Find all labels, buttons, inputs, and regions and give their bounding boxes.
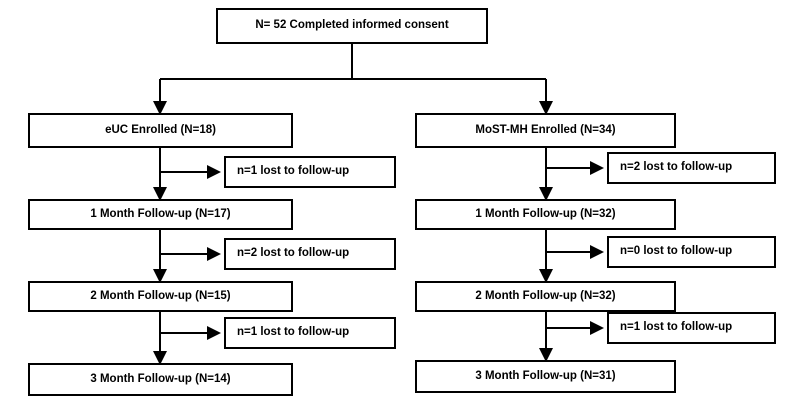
node-consent: N= 52 Completed informed consent (216, 8, 488, 44)
node-euc-attrition-2: n=2 lost to follow-up (224, 238, 396, 270)
node-euc-followup-2-label: 2 Month Follow-up (N=15) (90, 289, 231, 302)
connector-most-m2-to-m3 (539, 312, 604, 362)
node-euc-attrition-3-label: n=1 lost to follow-up (237, 326, 350, 339)
node-euc-enrolled: eUC Enrolled (N=18) (28, 113, 293, 148)
node-most-attrition-3-label: n=1 lost to follow-up (620, 321, 733, 334)
node-euc-attrition-1: n=1 lost to follow-up (224, 156, 396, 188)
node-euc-followup-1-label: 1 Month Follow-up (N=17) (90, 207, 231, 220)
node-most-followup-1: 1 Month Follow-up (N=32) (415, 199, 676, 230)
node-most-attrition-3: n=1 lost to follow-up (607, 312, 776, 344)
connector-most-enrolled-to-m1 (539, 148, 604, 201)
node-consent-label: N= 52 Completed informed consent (255, 19, 449, 32)
connector-euc-m2-to-m3 (153, 312, 221, 365)
node-most-followup-3: 3 Month Follow-up (N=31) (415, 360, 676, 393)
node-most-followup-2: 2 Month Follow-up (N=32) (415, 281, 676, 312)
node-most-attrition-2: n=0 lost to follow-up (607, 236, 776, 268)
node-most-followup-1-label: 1 Month Follow-up (N=32) (475, 207, 616, 220)
node-euc-followup-1: 1 Month Follow-up (N=17) (28, 199, 293, 230)
node-euc-enrolled-label: eUC Enrolled (N=18) (105, 123, 216, 136)
connector-most-m1-to-m2 (539, 230, 604, 283)
node-most-enrolled: MoST-MH Enrolled (N=34) (415, 113, 676, 148)
node-euc-followup-2: 2 Month Follow-up (N=15) (28, 281, 293, 312)
connector-consent-split (153, 44, 553, 115)
node-most-attrition-1-label: n=2 lost to follow-up (620, 161, 733, 174)
node-euc-followup-3: 3 Month Follow-up (N=14) (28, 363, 293, 396)
connector-euc-enrolled-to-m1 (153, 148, 221, 201)
node-euc-followup-3-label: 3 Month Follow-up (N=14) (90, 372, 231, 385)
node-most-followup-2-label: 2 Month Follow-up (N=32) (475, 289, 616, 302)
node-euc-attrition-3: n=1 lost to follow-up (224, 317, 396, 349)
node-euc-attrition-1-label: n=1 lost to follow-up (237, 165, 350, 178)
node-most-attrition-2-label: n=0 lost to follow-up (620, 245, 733, 258)
node-euc-attrition-2-label: n=2 lost to follow-up (237, 247, 350, 260)
connector-euc-m1-to-m2 (153, 230, 221, 283)
node-most-followup-3-label: 3 Month Follow-up (N=31) (475, 369, 616, 382)
node-most-enrolled-label: MoST-MH Enrolled (N=34) (475, 123, 616, 136)
node-most-attrition-1: n=2 lost to follow-up (607, 152, 776, 184)
